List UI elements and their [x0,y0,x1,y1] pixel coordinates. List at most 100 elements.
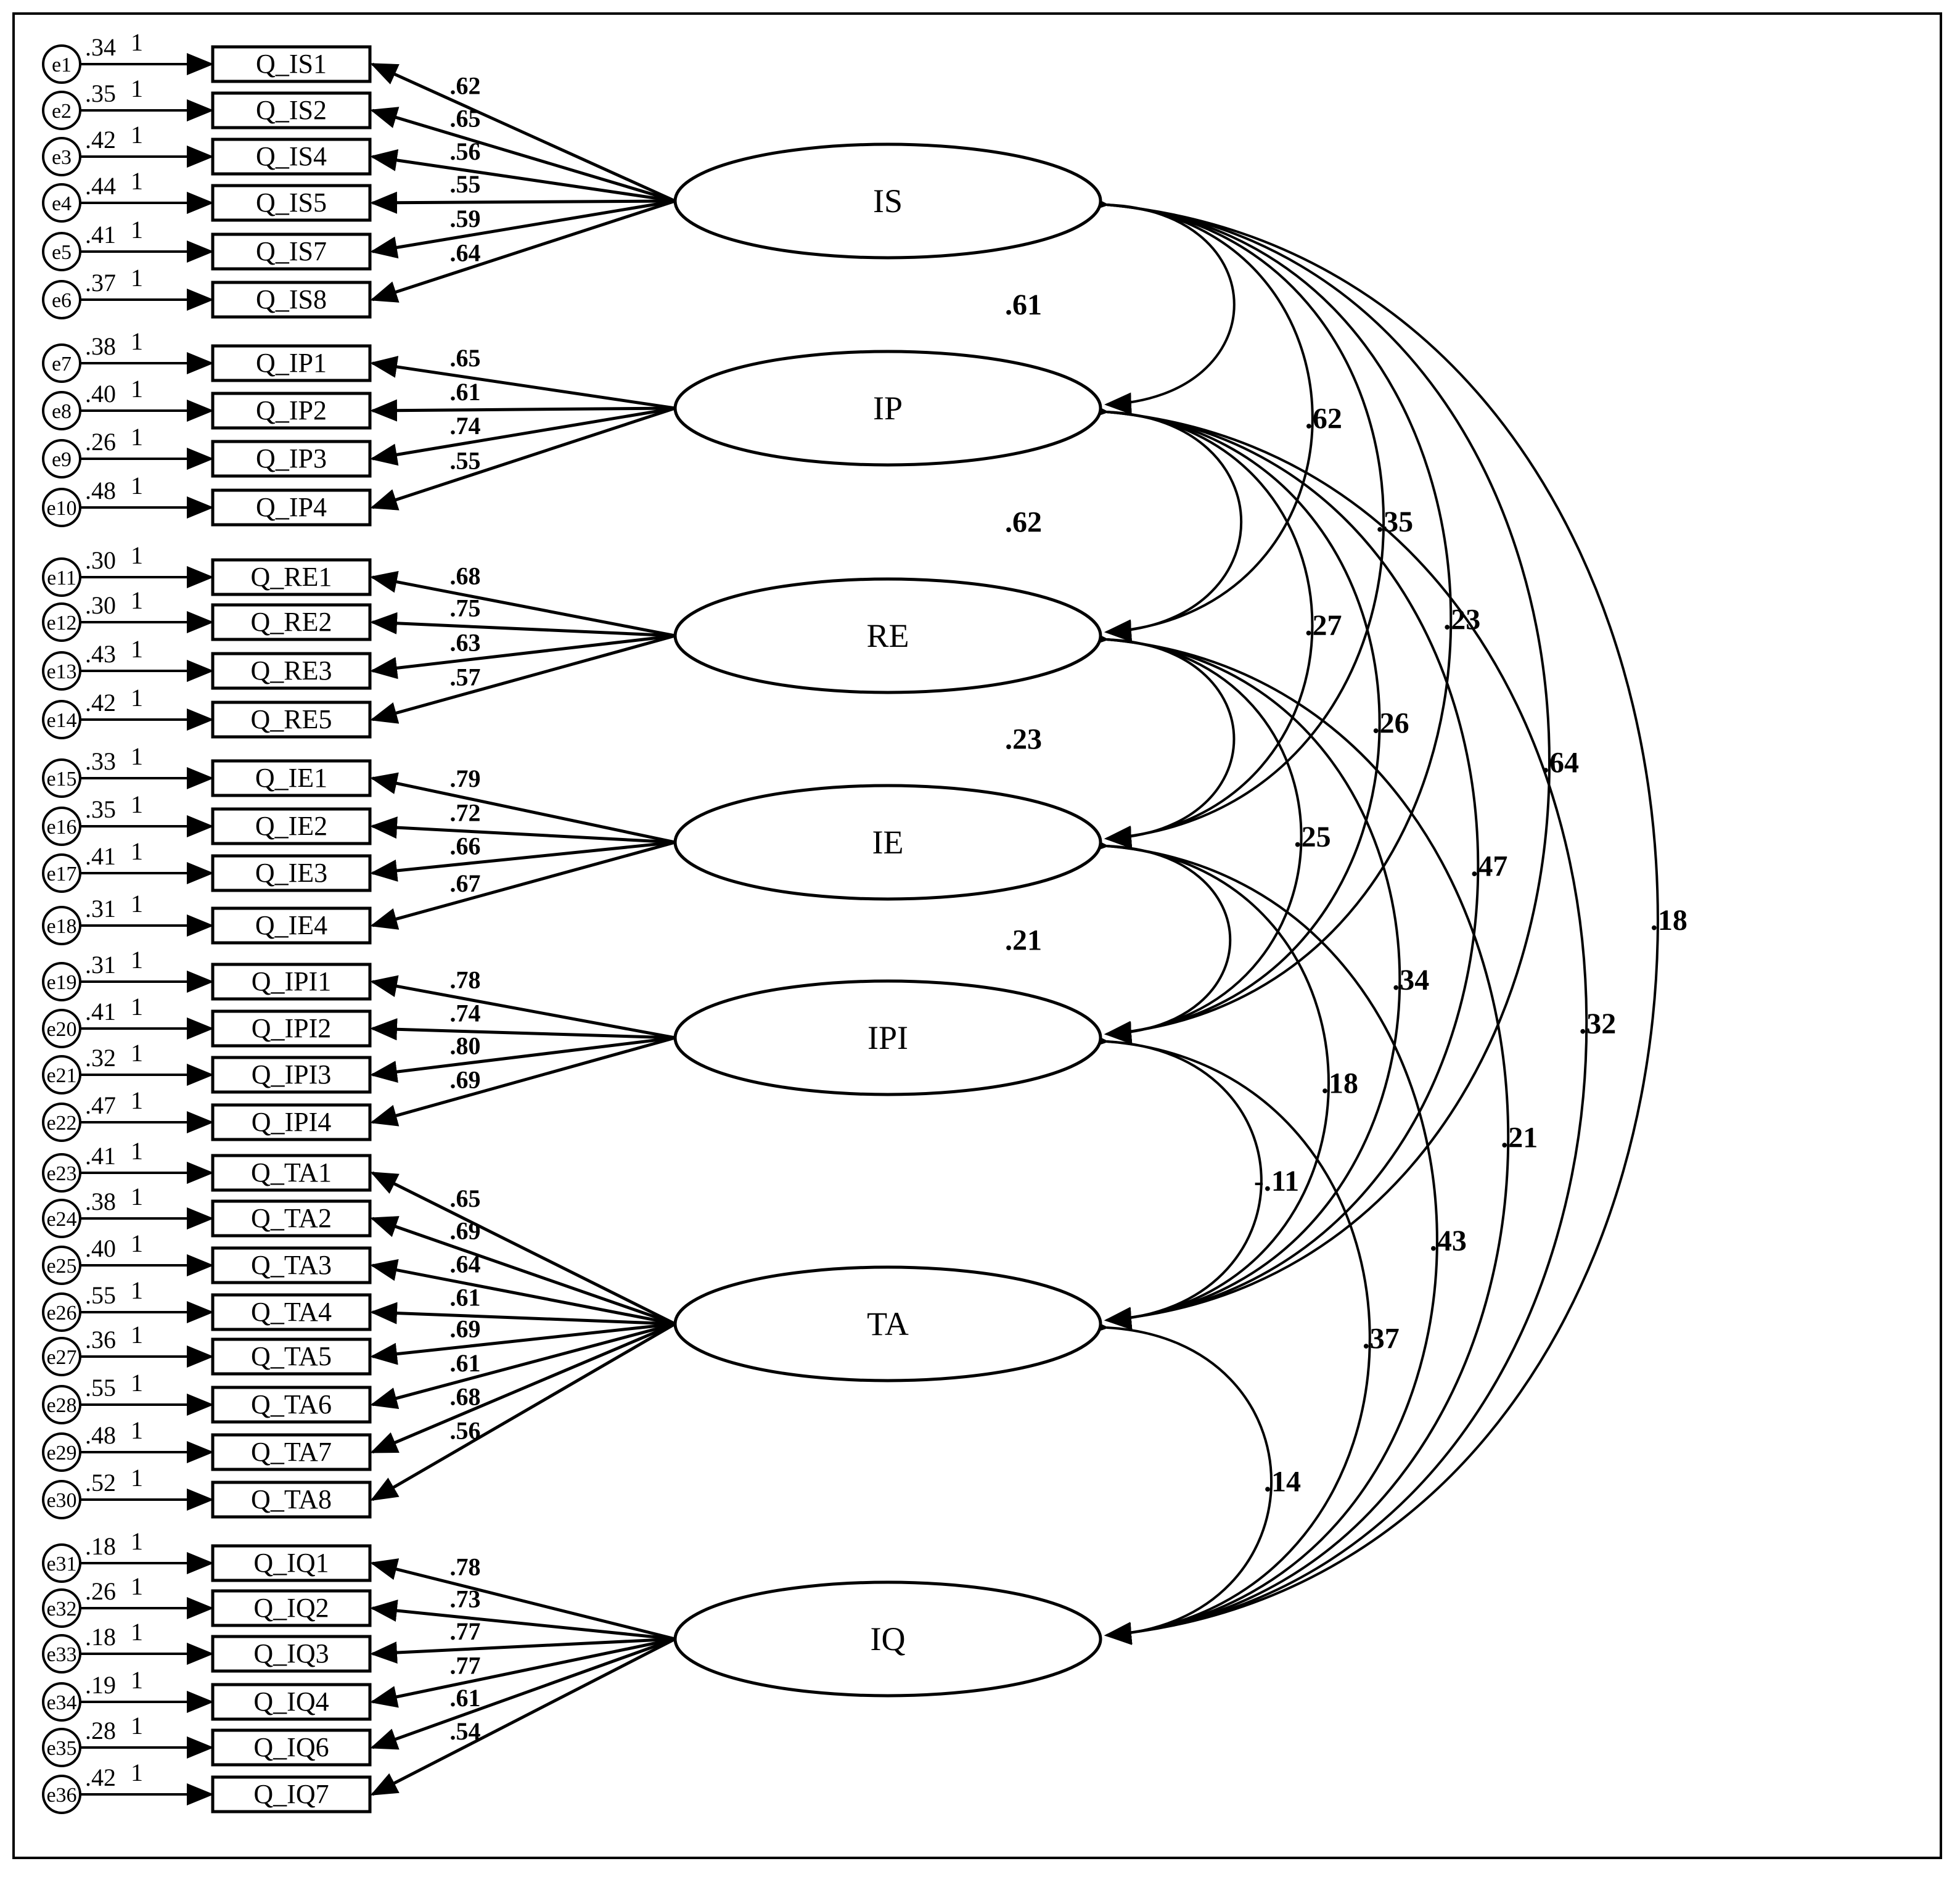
fixed-parameter-label: 1 [131,993,143,1021]
loading-arrow [370,191,676,214]
indicator-label: Q_IS4 [256,141,327,171]
loading-arrow [370,816,676,844]
loading-label: .66 [450,832,481,860]
indicator-box [211,1056,372,1094]
loading-arrow [370,1036,676,1083]
loading-arrow [370,199,676,259]
loading-arrow [370,1171,676,1326]
correlation-arc [1081,192,1314,642]
loading-label: .69 [450,1066,481,1093]
error-variance-label: .37 [85,269,116,297]
indicator-label: Q_RE1 [251,562,332,592]
error-circle [42,651,81,691]
correlation-label: .25 [1294,821,1331,853]
indicator-label: Q_TA5 [251,1341,332,1371]
indicator-box [211,1009,372,1048]
correlation-arc [1081,191,1659,1645]
error-variance-label: .55 [85,1281,116,1309]
indicator-label: Q_IPI2 [252,1013,332,1043]
error-variance-label: .28 [85,1717,116,1744]
error-label: e16 [46,816,76,839]
error-variance-label: .42 [85,126,116,154]
error-label: e29 [46,1442,76,1464]
fixed-parameter-label: 1 [131,472,143,499]
loading-label: .56 [450,138,481,165]
indicator-box [211,488,372,527]
error-circle [42,488,81,527]
error-circle [42,1588,81,1628]
indicator-box [211,1589,372,1627]
indicator-box [211,1635,372,1673]
loading-label: .61 [450,1284,481,1312]
indicator-box [211,45,372,83]
indicator-box [211,1728,372,1767]
fixed-parameter-label: 1 [131,1321,143,1349]
error-variance-label: .18 [85,1532,116,1560]
error-circle [42,343,81,383]
fixed-parameter-label: 1 [131,1230,143,1257]
indicator-box [211,91,372,129]
error-variance-label: .41 [85,842,116,870]
indicator-label: Q_IQ6 [253,1732,329,1762]
correlation-label: .26 [1372,707,1409,740]
loading-arrow [370,1558,676,1641]
error-circle [42,700,81,739]
error-circle [42,1728,81,1767]
indicator-label: Q_IS5 [256,187,327,218]
error-circle [42,602,81,642]
indicator-label: Q_IQ4 [253,1686,329,1717]
error-label: e7 [52,353,72,376]
loading-label: .64 [450,239,481,267]
error-label: e33 [46,1643,76,1666]
fixed-parameter-label: 1 [131,684,143,712]
fixed-parameter-label: 1 [131,167,143,195]
error-label: e24 [46,1208,76,1231]
indicator-layer: Q_IS1Q_IS2Q_IS4Q_IS5Q_IS7Q_IS8Q_IP1Q_IP2… [211,45,372,1813]
fixed-parameter-label: 1 [131,327,143,355]
indicator-label: Q_IP4 [256,492,327,522]
loading-arrow [370,1637,676,1664]
indicator-label: Q_IQ2 [253,1593,329,1623]
loading-arrow [370,406,676,466]
loading-label: .69 [450,1217,481,1245]
error-label: e3 [52,146,72,169]
fixed-parameter-label: 1 [131,586,143,614]
indicator-label: Q_IQ1 [253,1548,329,1578]
loading-arrow [370,399,676,422]
loading-label: .64 [450,1251,481,1278]
error-variance-label: .52 [85,1469,116,1497]
error-circle [42,1682,81,1722]
loading-arrow [370,772,676,844]
correlation-label: .62 [1305,403,1342,435]
loading-arrow [370,840,676,930]
error-label: e19 [46,971,76,994]
indicator-label: Q_TA8 [251,1484,332,1514]
fixed-parameter-label: 1 [131,1137,143,1165]
correlation-label: .61 [1005,289,1042,321]
loading-arrow [370,1036,676,1127]
error-circle [42,1385,81,1424]
indicator-box [211,906,372,945]
error-circle [42,137,81,176]
indicator-label: Q_IS2 [256,95,327,125]
loading-arrow [370,406,676,511]
error-circle [42,1199,81,1238]
indicator-label: Q_IP2 [256,395,327,425]
error-variance-label: .41 [85,998,116,1025]
error-variance-label: .31 [85,895,116,922]
correlation-arc [1081,1315,1273,1645]
error-circle [42,44,81,84]
correlation-arc [1081,626,1510,1645]
fixed-parameter-label: 1 [131,1759,143,1786]
correlation-label: .21 [1005,924,1042,957]
indicator-label: Q_IQ7 [253,1779,329,1809]
loading-label: .62 [450,72,481,99]
fixed-parameter-label: 1 [131,1527,143,1555]
error-circle [42,807,81,846]
error-label: e21 [46,1064,76,1087]
correlation-arc [1081,191,1385,848]
loading-label: .59 [450,205,481,232]
